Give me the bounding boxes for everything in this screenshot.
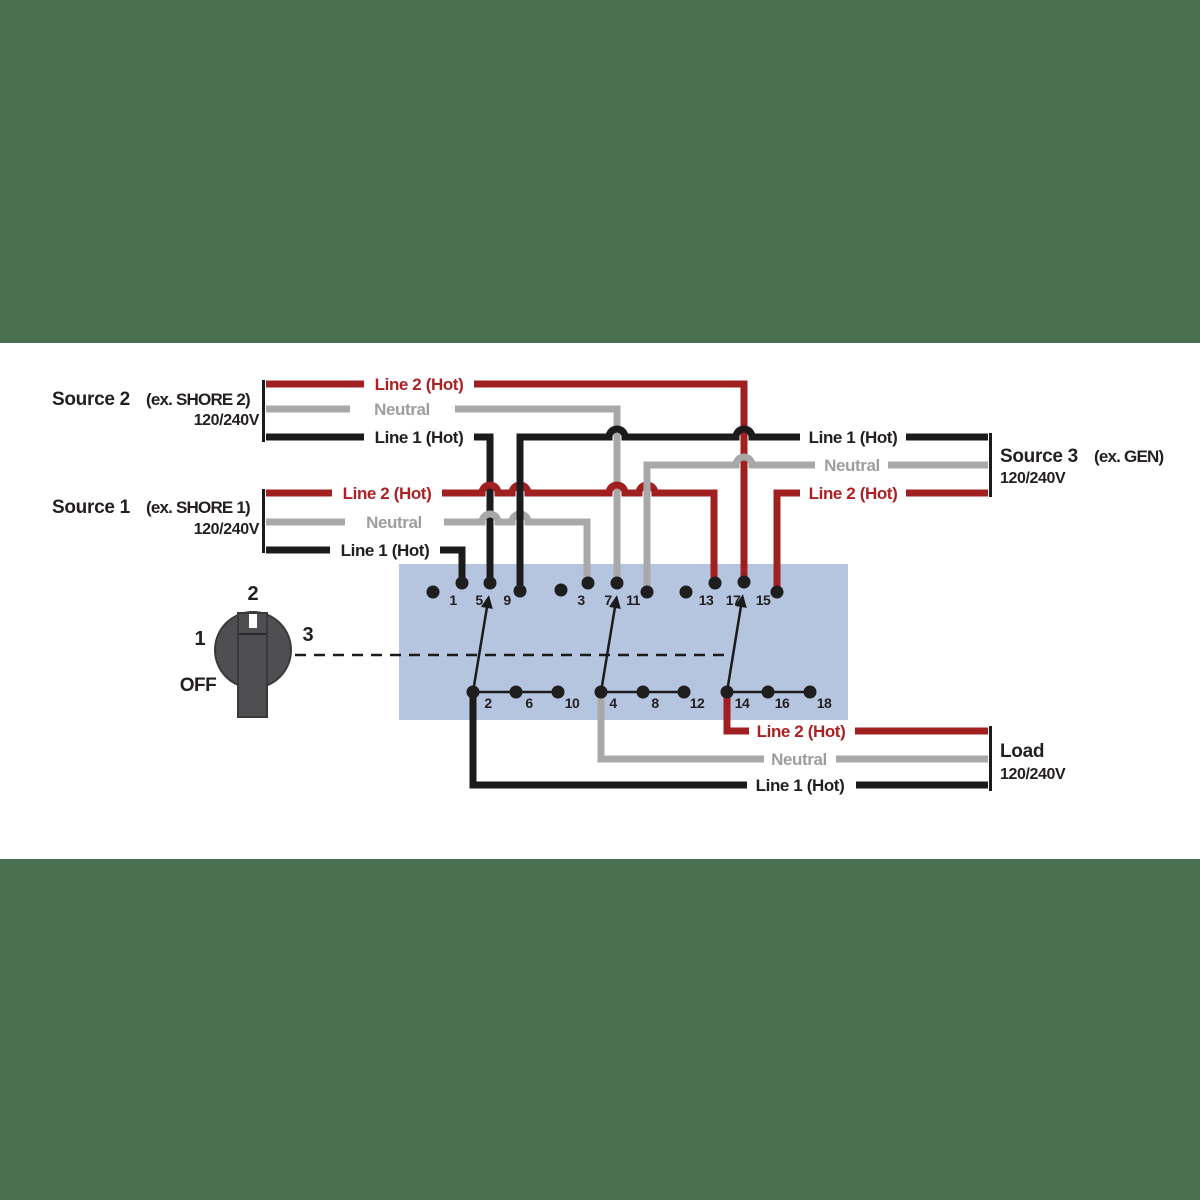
terminal-label-10: 10	[565, 695, 580, 711]
terminal-label-9: 9	[503, 592, 511, 608]
terminal-label-3: 3	[577, 592, 585, 608]
source3-line1-wire	[516, 425, 988, 586]
terminal-dot-13	[708, 576, 722, 590]
terminal-dot-off-pole1	[426, 585, 440, 599]
source3-title: Source 3	[1000, 446, 1078, 467]
load-line1-label: Line 1 (Hot)	[756, 776, 845, 795]
switch-pole-arms	[471, 594, 747, 693]
terminal-labels: 1 5 9 3 7 11 13 17 15 2 6 10 4 8 12 14 1…	[449, 592, 832, 711]
source-brackets	[262, 380, 992, 791]
terminal-label-7: 7	[604, 592, 612, 608]
source2-line2-label: Line 2 (Hot)	[375, 375, 464, 394]
rotary-switch: 2 1 3 OFF	[180, 583, 314, 718]
load-title: Load	[1000, 741, 1044, 762]
terminal-label-4: 4	[609, 695, 617, 711]
terminal-dot-off-pole3	[679, 585, 693, 599]
terminal-label-14: 14	[735, 695, 750, 711]
source1-qualifier: (ex. SHORE 1)	[146, 498, 250, 517]
pole-arm-2-arrow	[599, 595, 621, 693]
terminal-label-16: 16	[775, 695, 790, 711]
terminal-dot-6	[509, 685, 523, 699]
terminal-label-17: 17	[726, 592, 741, 608]
switch-position-1: 1	[194, 628, 205, 650]
source2-line1-label: Line 1 (Hot)	[375, 428, 464, 447]
source3-qualifier: (ex. GEN)	[1094, 447, 1163, 466]
pole-arm-3-arrow	[725, 594, 747, 693]
terminal-label-12: 12	[690, 695, 705, 711]
rotary-switch-indicator-notch	[249, 614, 257, 628]
green-bar-bottom	[0, 859, 1200, 1200]
source2-block: Source 2 (ex. SHORE 2) 120/240V	[52, 389, 260, 429]
green-bar-top	[0, 0, 1200, 343]
terminal-dot-5	[483, 576, 497, 590]
terminal-dot-off-pole2	[554, 583, 568, 597]
source1-block: Source 1 (ex. SHORE 1) 120/240V	[52, 497, 260, 538]
switch-position-off: OFF	[180, 675, 217, 696]
terminal-dot-3	[581, 576, 595, 590]
terminal-label-6: 6	[525, 695, 533, 711]
terminal-dot-10	[551, 685, 565, 699]
load-voltage: 120/240V	[1000, 766, 1066, 783]
source1-line1-wire	[266, 546, 466, 578]
terminal-label-2: 2	[484, 695, 492, 711]
load-neutral-label: Neutral	[771, 750, 827, 769]
terminal-label-11: 11	[626, 592, 641, 608]
source1-neutral-wire	[266, 510, 591, 578]
source2-voltage: 120/240V	[194, 412, 260, 429]
source2-neutral-wire	[266, 405, 621, 578]
terminal-label-15: 15	[756, 592, 771, 608]
pole-arm-1-arrow	[471, 595, 493, 693]
terminal-dot-12	[677, 685, 691, 699]
source2-title: Source 2	[52, 389, 130, 410]
source3-voltage: 120/240V	[1000, 470, 1066, 487]
terminal-dot-15	[770, 585, 784, 599]
source3-line1-label: Line 1 (Hot)	[809, 428, 898, 447]
source2-line2-wire	[266, 380, 748, 578]
load-line1-wire	[469, 694, 988, 789]
source3-line2-wire	[773, 489, 988, 588]
load-line2-wire	[723, 694, 988, 735]
rotary-switch-handle	[237, 612, 268, 718]
load-line2-label: Line 2 (Hot)	[757, 722, 846, 741]
terminal-dot-9	[513, 584, 527, 598]
source1-line2-label: Line 2 (Hot)	[343, 484, 432, 503]
terminal-dot-17	[737, 575, 751, 589]
terminal-dot-16	[761, 685, 775, 699]
load-block: Load 120/240V	[1000, 741, 1066, 783]
terminal-dot-2	[466, 685, 480, 699]
source1-voltage: 120/240V	[194, 521, 260, 538]
source1-title: Source 1	[52, 497, 131, 518]
terminal-dot-7	[610, 576, 624, 590]
source2-line1-wire	[266, 433, 494, 578]
terminal-dot-18	[803, 685, 817, 699]
source3-block: Source 3 (ex. GEN) 120/240V	[1000, 446, 1164, 487]
terminal-dot-1	[455, 576, 469, 590]
terminal-dot-11	[640, 585, 654, 599]
load-neutral-wire	[597, 694, 988, 763]
source2-neutral-label: Neutral	[374, 400, 430, 419]
terminal-dots	[426, 575, 817, 699]
terminal-dot-8	[636, 685, 650, 699]
terminal-label-5: 5	[475, 592, 483, 608]
source2-qualifier: (ex. SHORE 2)	[146, 390, 250, 409]
terminal-dot-14	[720, 685, 734, 699]
source3-neutral-wire	[643, 453, 988, 588]
terminal-label-13: 13	[699, 592, 714, 608]
source1-line1-label: Line 1 (Hot)	[341, 541, 430, 560]
terminal-label-8: 8	[651, 695, 659, 711]
terminal-label-1: 1	[449, 592, 457, 608]
terminal-label-18: 18	[817, 695, 832, 711]
source3-neutral-label: Neutral	[824, 456, 880, 475]
switch-position-3: 3	[302, 624, 313, 646]
source3-line2-label: Line 2 (Hot)	[809, 484, 898, 503]
terminal-dot-4	[594, 685, 608, 699]
switch-position-2: 2	[247, 583, 258, 605]
source1-neutral-label: Neutral	[366, 513, 422, 532]
